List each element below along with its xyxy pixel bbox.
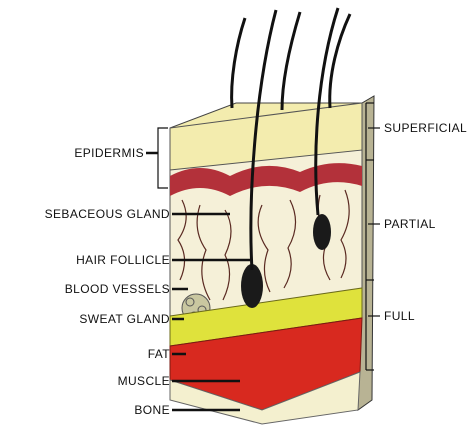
superficial-label: SUPERFICIAL [384, 121, 467, 135]
sebaceous-gland-label: SEBACEOUS GLAND [0, 207, 170, 221]
full-label: FULL [384, 309, 415, 323]
sweat-gland-label: SWEAT GLAND [0, 312, 170, 326]
epidermis-bracket [158, 128, 168, 188]
partial-label: PARTIAL [384, 217, 436, 231]
fat-label: FAT [0, 347, 170, 361]
bone-label: BONE [0, 403, 170, 417]
epidermis-label: EPIDERMIS [40, 146, 144, 160]
hair-follicle-label: HAIR FOLLICLE [0, 253, 170, 267]
blood-vessels-label: BLOOD VESSELS [0, 282, 170, 296]
muscle-label: MUSCLE [0, 374, 170, 388]
